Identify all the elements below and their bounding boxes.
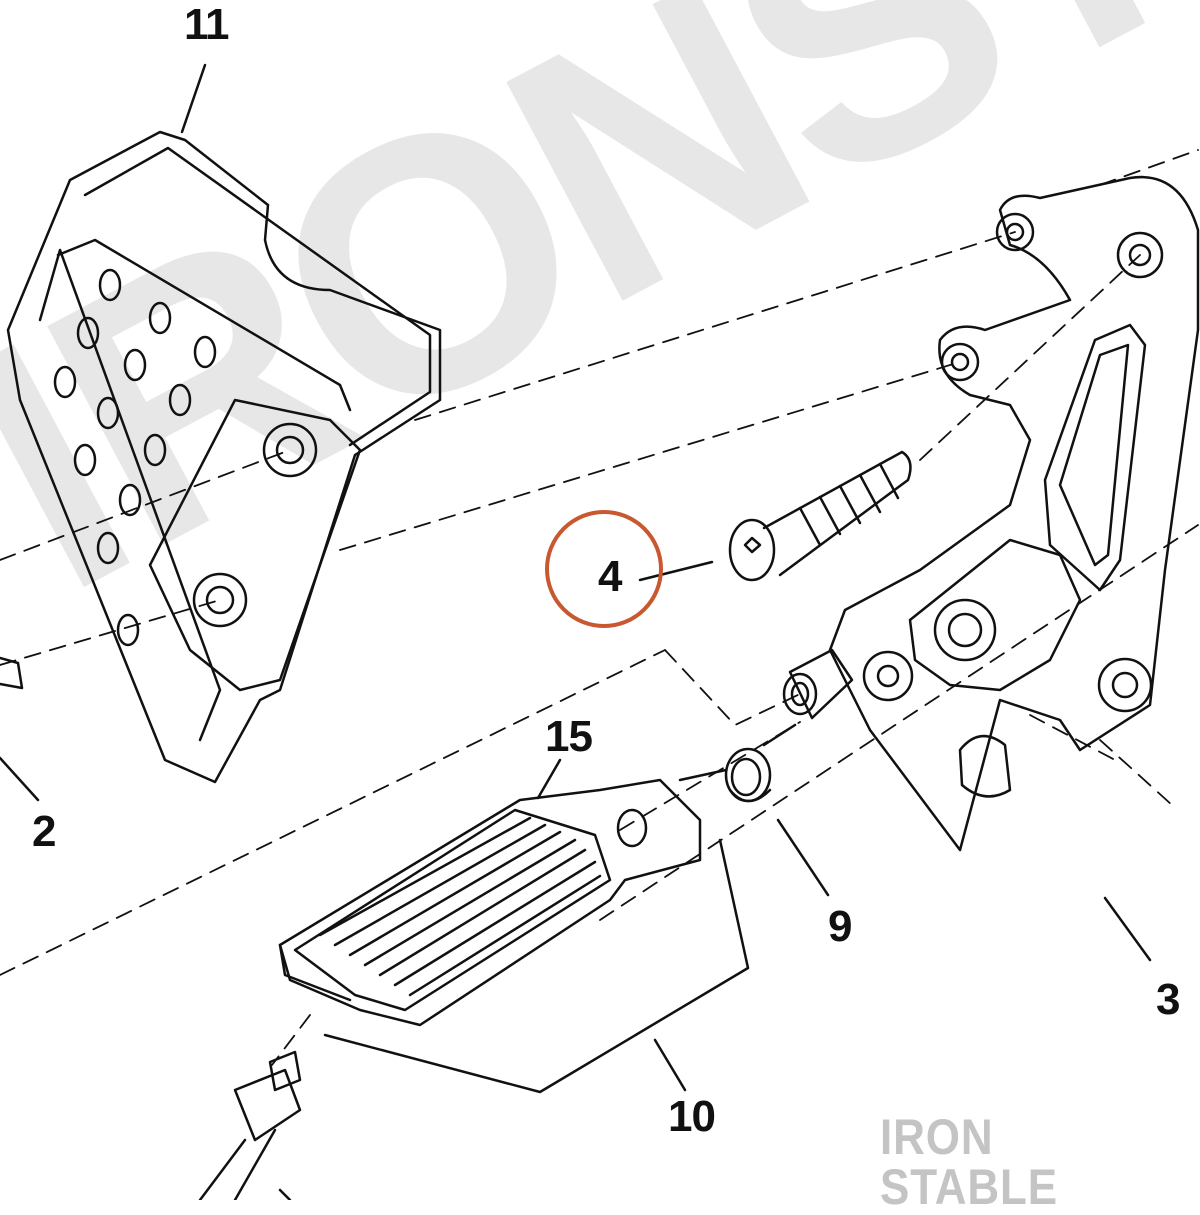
callout-2: 2 <box>32 807 57 856</box>
brand-logo-text: IRON STABLE <box>880 1109 1059 1215</box>
callout-9: 9 <box>828 902 853 951</box>
callout-3: 3 <box>1156 975 1181 1024</box>
part-4-bolt <box>728 450 912 582</box>
bushing-sleeve <box>782 648 854 720</box>
part-2-pin <box>0 656 24 690</box>
part-11-heel-guard <box>6 130 442 784</box>
callout-15: 15 <box>545 712 593 761</box>
highlight-ring-part-4 <box>545 510 663 628</box>
alignment-lines <box>0 149 1199 1066</box>
callout-4: 4 <box>598 552 623 601</box>
part-10-pin <box>198 1050 302 1200</box>
callout-11: 11 <box>184 0 230 49</box>
part-9-spring <box>678 723 797 803</box>
callout-10: 10 <box>668 1092 716 1141</box>
leader-lines <box>0 63 1152 1094</box>
mounting-bracket <box>828 175 1200 852</box>
part-15-footpeg <box>278 778 702 1027</box>
